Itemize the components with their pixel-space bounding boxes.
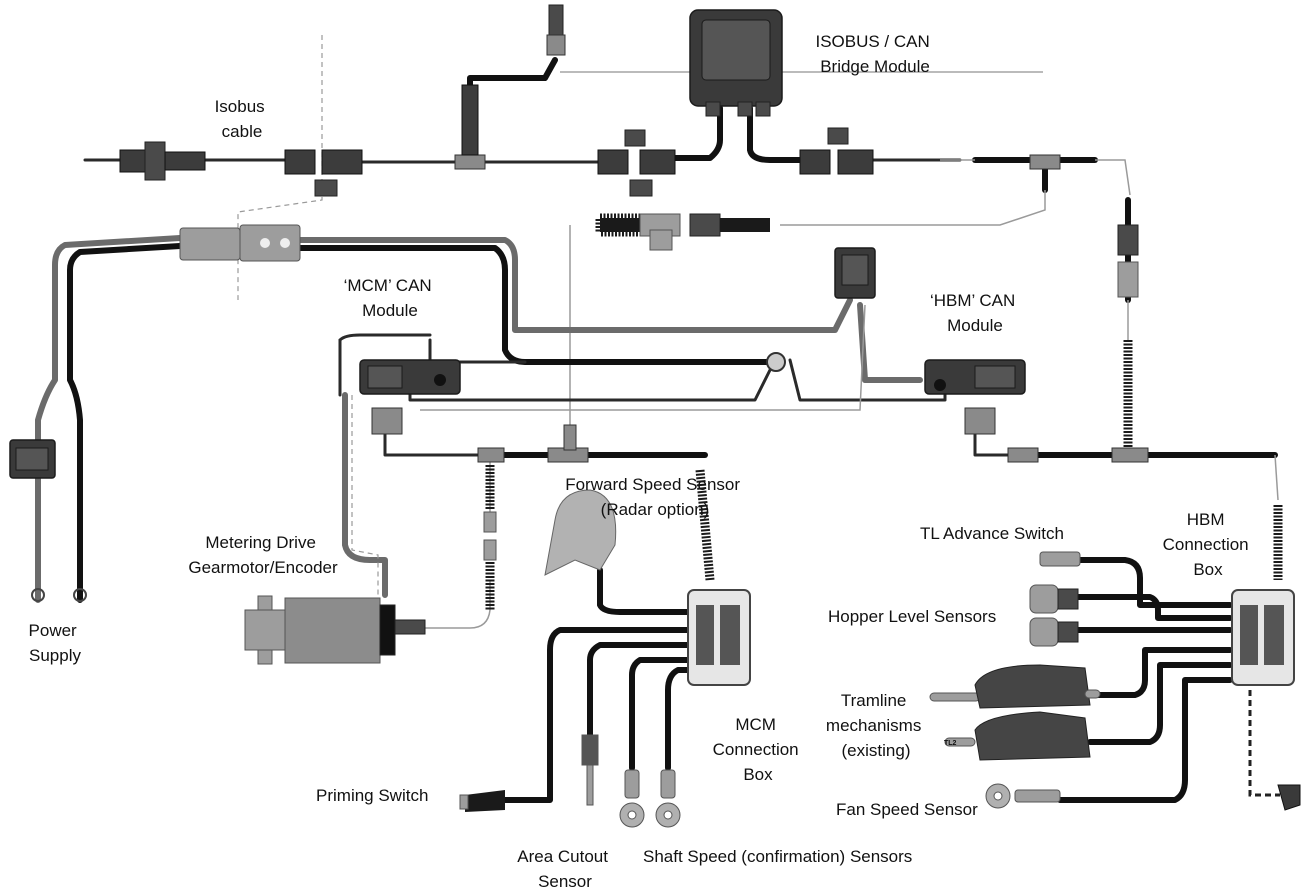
metering-drive-label: Metering Drive Gearmotor/Encoder: [188, 533, 338, 577]
shaft-speed-sensors-label: Shaft Speed (confirmation) Sensors: [643, 847, 912, 866]
fan-speed-sensor-label: Fan Speed Sensor: [836, 800, 978, 819]
top-cable-plug: [546, 4, 566, 56]
isobus-inline-connectors: [284, 84, 874, 197]
cable-end-connector: [1277, 784, 1301, 811]
hbm-module-label: ‘HBM’ CAN Module: [930, 291, 1020, 335]
area-cutout-sensor-label: Area Cutout Sensor: [517, 847, 612, 891]
power-supply-label: Power Supply: [29, 621, 82, 665]
radar-sensor: [544, 489, 617, 576]
hbm-connection-box: [1231, 589, 1295, 686]
mcm-module-label: ‘MCM’ CAN Module: [344, 276, 437, 320]
cables: [35, 35, 1283, 803]
radar-cable-connectors: [595, 154, 1061, 251]
fan-speed-sensor: [985, 783, 1061, 809]
mcm-plug: [371, 407, 403, 435]
priming-switch-label: Priming Switch: [316, 786, 428, 805]
area-cutout-sensor: [581, 734, 599, 806]
radar-module: [834, 247, 876, 299]
power-supply-fuse: [9, 439, 87, 602]
mcm-module: [359, 359, 461, 395]
metering-drive-gearmotor: [244, 595, 426, 665]
isobus-plug: [119, 141, 206, 181]
mcm-connection-box: [687, 589, 751, 686]
hopper-level-sensors: [1029, 584, 1079, 647]
power-connector: [179, 224, 301, 262]
tl-advance-switch: [1039, 551, 1081, 567]
mcm-harness-junctions: [477, 424, 1149, 561]
ground-terminal: [766, 352, 786, 372]
hbm-module: [924, 359, 1026, 395]
forward-speed-sensor-label: Forward Speed Sensor (Radar option): [565, 475, 745, 519]
hbm-plug: [964, 407, 996, 435]
tl-advance-switch-label: TL Advance Switch: [920, 524, 1064, 543]
bridge-module-label: ISOBUS / CAN Bridge Module: [815, 32, 934, 76]
hbm-connection-box-label: HBM Connection Box: [1163, 510, 1254, 579]
shaft-speed-sensors: [619, 769, 681, 828]
priming-switch: [459, 790, 505, 812]
isobus-cable-label: Isobus cable: [215, 97, 270, 141]
hbm-branch-connectors: [1117, 224, 1139, 298]
tramline-mechanisms-label: Tramline mechanisms (existing): [826, 691, 926, 760]
mcm-connection-box-label: MCM Connection Box: [713, 715, 804, 784]
tl2-marker: TL2: [944, 740, 957, 747]
hopper-level-sensors-label: Hopper Level Sensors: [828, 607, 996, 626]
tramline-mechanisms: [929, 664, 1101, 761]
bridge-module: [689, 9, 783, 117]
